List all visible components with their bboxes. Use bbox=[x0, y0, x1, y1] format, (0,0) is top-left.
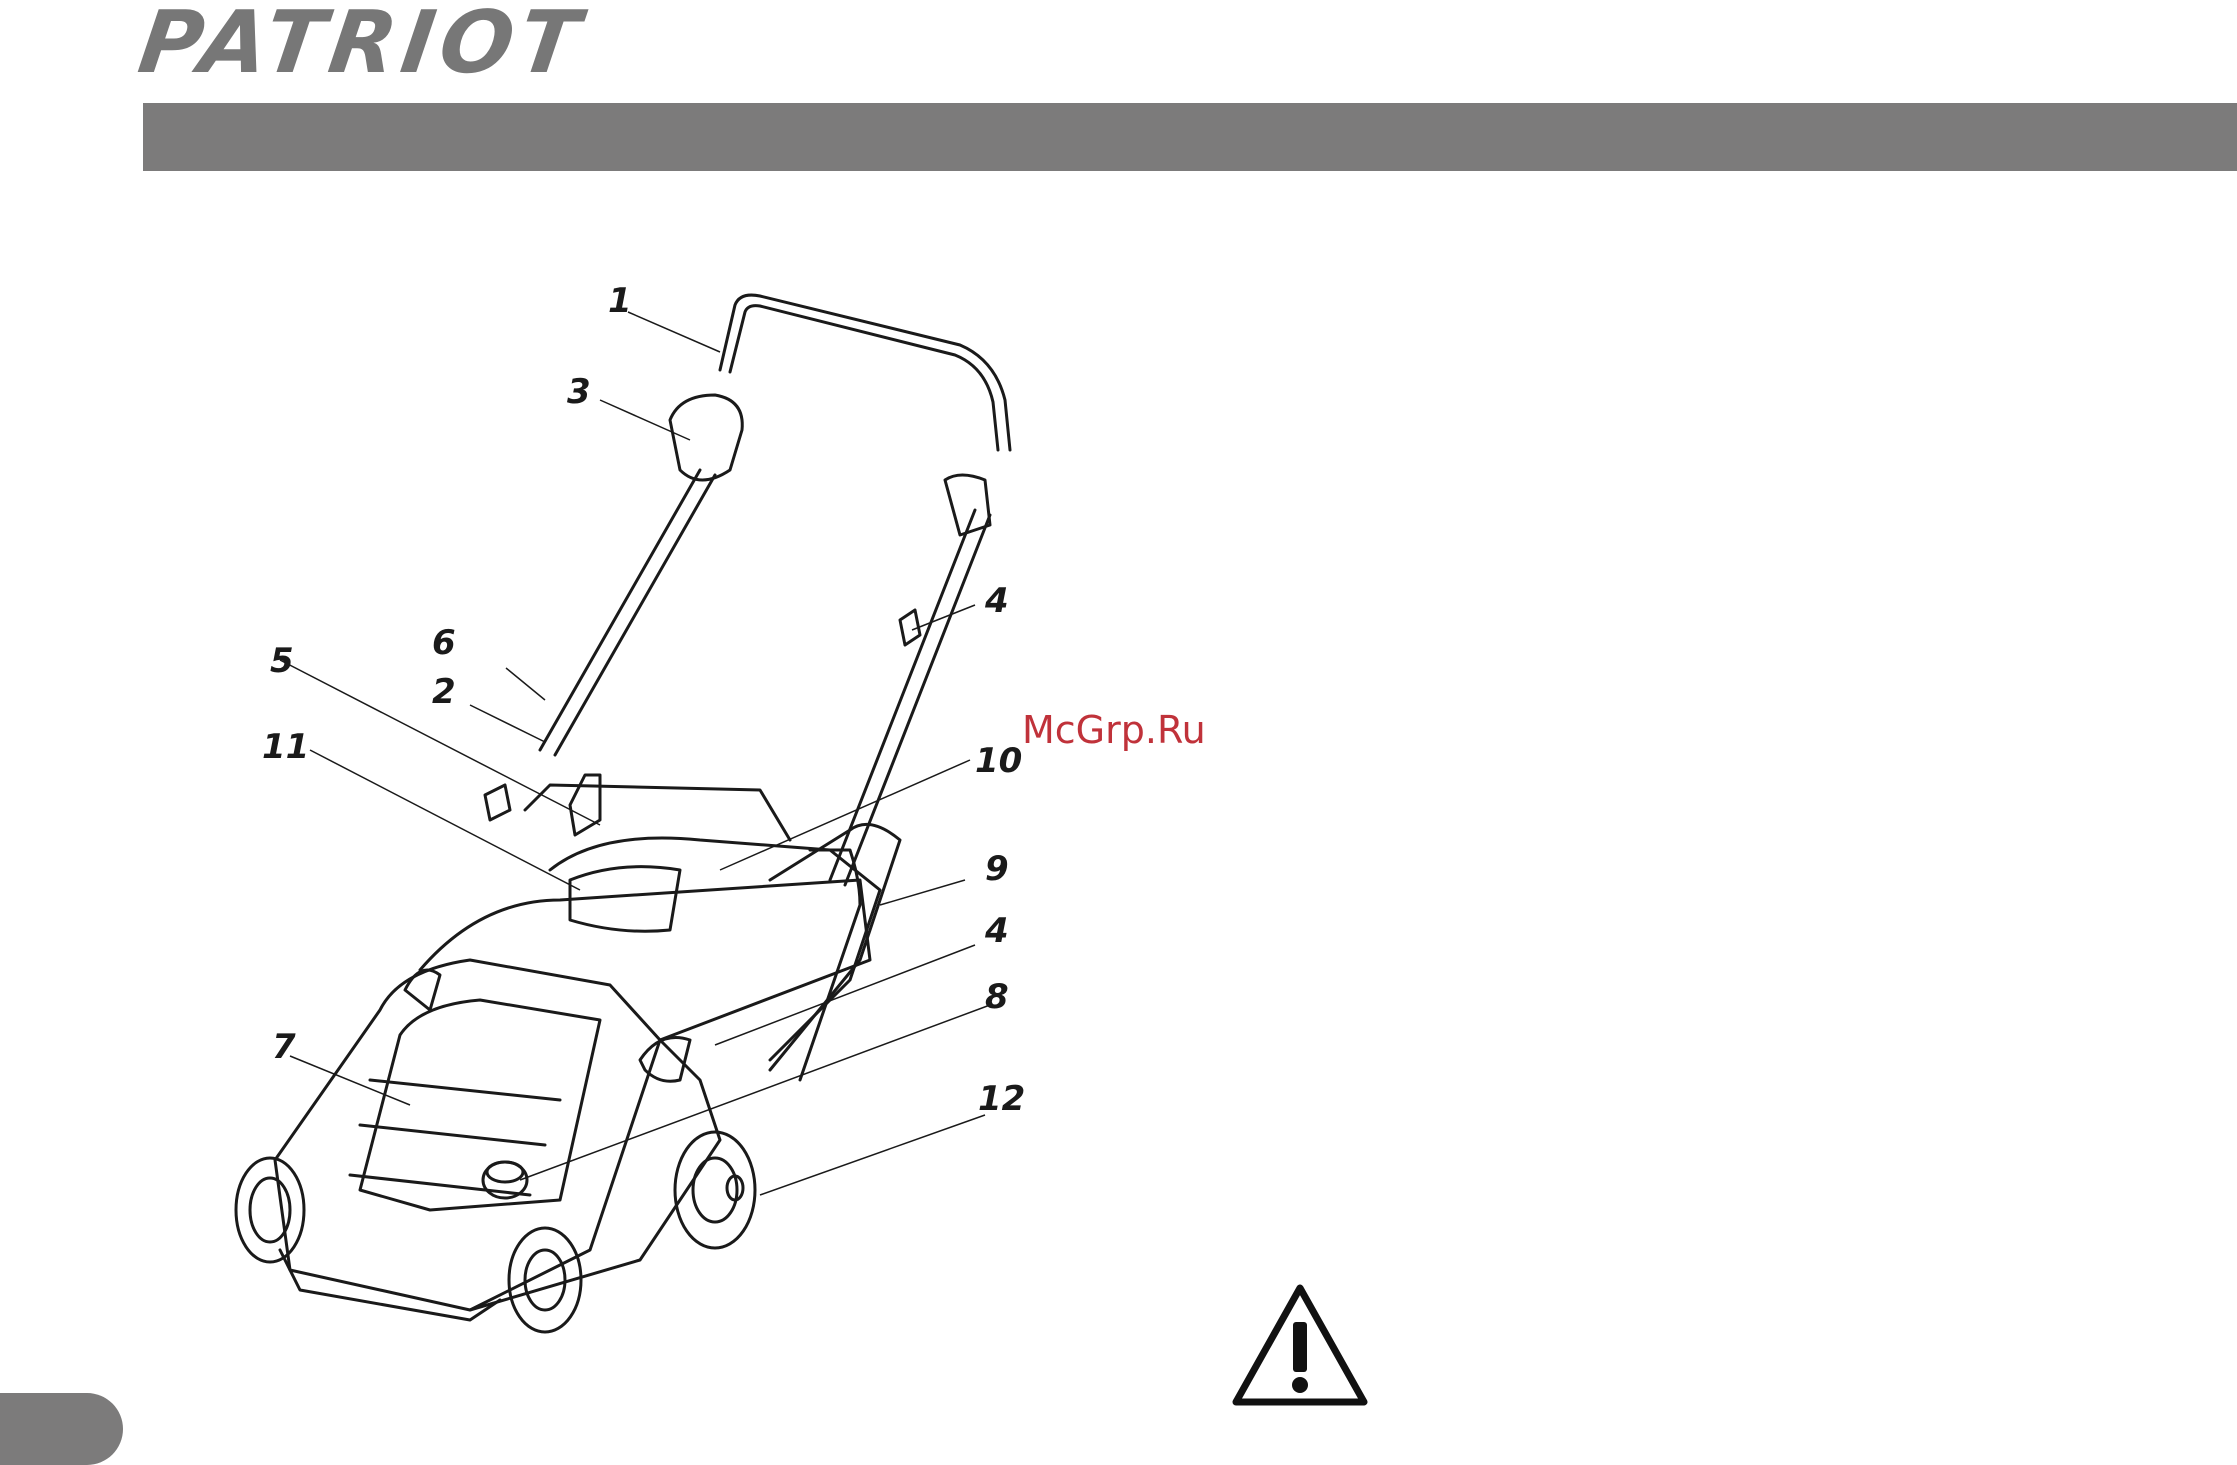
callout-5: 5 bbox=[270, 641, 294, 681]
warning-triangle-icon bbox=[1230, 1280, 1370, 1410]
callout-12: 12 bbox=[978, 1079, 1025, 1119]
callout-3: 3 bbox=[567, 372, 591, 412]
callout-7: 7 bbox=[272, 1027, 296, 1067]
callout-6: 6 bbox=[432, 623, 456, 663]
callout-11: 11 bbox=[262, 727, 309, 767]
callout-1: 1 bbox=[608, 281, 632, 321]
callout-9: 9 bbox=[985, 849, 1009, 889]
callout-2: 2 bbox=[432, 672, 456, 712]
callout-8: 8 bbox=[985, 977, 1009, 1017]
callout-4-upper: 4 bbox=[984, 581, 1009, 621]
callout-4-lower: 4 bbox=[984, 911, 1009, 951]
page-number-tab bbox=[0, 1393, 123, 1465]
watermark: McGrp.Ru bbox=[1022, 708, 1206, 752]
callout-10: 10 bbox=[975, 741, 1022, 781]
